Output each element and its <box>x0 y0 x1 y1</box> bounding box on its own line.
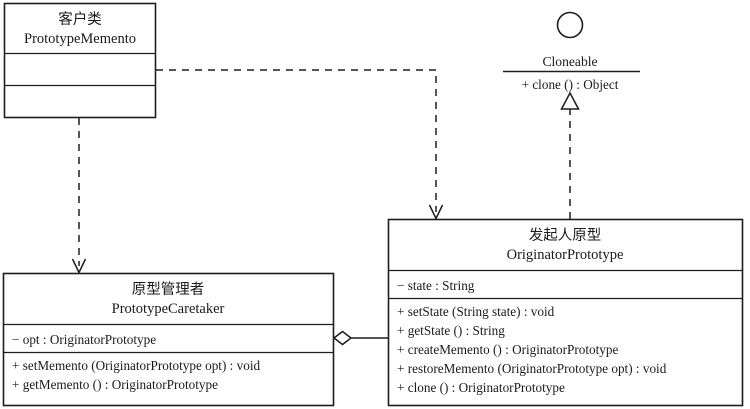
interface-name-label: Cloneable <box>542 54 597 69</box>
hollow-triangle-arrowhead-cloneable <box>560 91 580 110</box>
relation-client-to-caretaker[interactable] <box>71 118 87 275</box>
originator-box-outline <box>387 218 744 407</box>
interface-lollipop-circle <box>556 11 584 39</box>
relation-originator-realizes-cloneable[interactable] <box>560 91 580 219</box>
originator-operation-4: + clone () : OriginatorPrototype <box>397 380 565 395</box>
originator-operation-1: + getState () : String <box>397 323 505 338</box>
caretaker-box-outline <box>2 272 335 407</box>
class-box-originator[interactable]: 发起人原型 OriginatorPrototype − state : Stri… <box>387 218 744 407</box>
relation-client-to-originator[interactable] <box>156 69 444 221</box>
open-arrowhead-caretaker <box>71 258 87 275</box>
originator-operation-0: + setState (String state) : void <box>397 304 555 319</box>
dependency-line-client-originator <box>156 69 437 212</box>
caretaker-operation-1: + getMemento () : OriginatorPrototype <box>12 377 218 392</box>
caretaker-class-name: PrototypeCaretaker <box>112 301 225 317</box>
class-box-caretaker[interactable]: 原型管理者 PrototypeCaretaker − opt : Origina… <box>2 272 335 407</box>
caretaker-attribute-0: − opt : OriginatorPrototype <box>12 332 156 347</box>
originator-attribute-0: − state : String <box>397 278 475 293</box>
originator-operation-3: + restoreMemento (OriginatorPrototype op… <box>397 361 667 376</box>
originator-class-name: OriginatorPrototype <box>507 247 624 263</box>
client-stereotype-cn: 客户类 <box>58 11 102 28</box>
originator-stereotype-cn: 发起人原型 <box>529 227 602 244</box>
caretaker-operation-0: + setMemento (OriginatorPrototype opt) :… <box>12 358 260 373</box>
class-box-client[interactable]: 客户类 PrototypeMemento <box>3 2 157 119</box>
caretaker-stereotype-cn: 原型管理者 <box>132 281 205 298</box>
client-box-outline <box>3 2 157 119</box>
open-arrowhead-originator <box>428 204 444 221</box>
hollow-diamond-aggregation <box>332 330 353 346</box>
client-class-name: PrototypeMemento <box>24 31 136 47</box>
interface-cloneable[interactable]: Cloneable + clone () : Object <box>503 11 640 93</box>
interface-operation-0: + clone () : Object <box>522 77 619 92</box>
relation-caretaker-aggregates-originator[interactable] <box>332 330 388 346</box>
originator-operation-2: + createMemento () : OriginatorPrototype <box>397 342 618 357</box>
